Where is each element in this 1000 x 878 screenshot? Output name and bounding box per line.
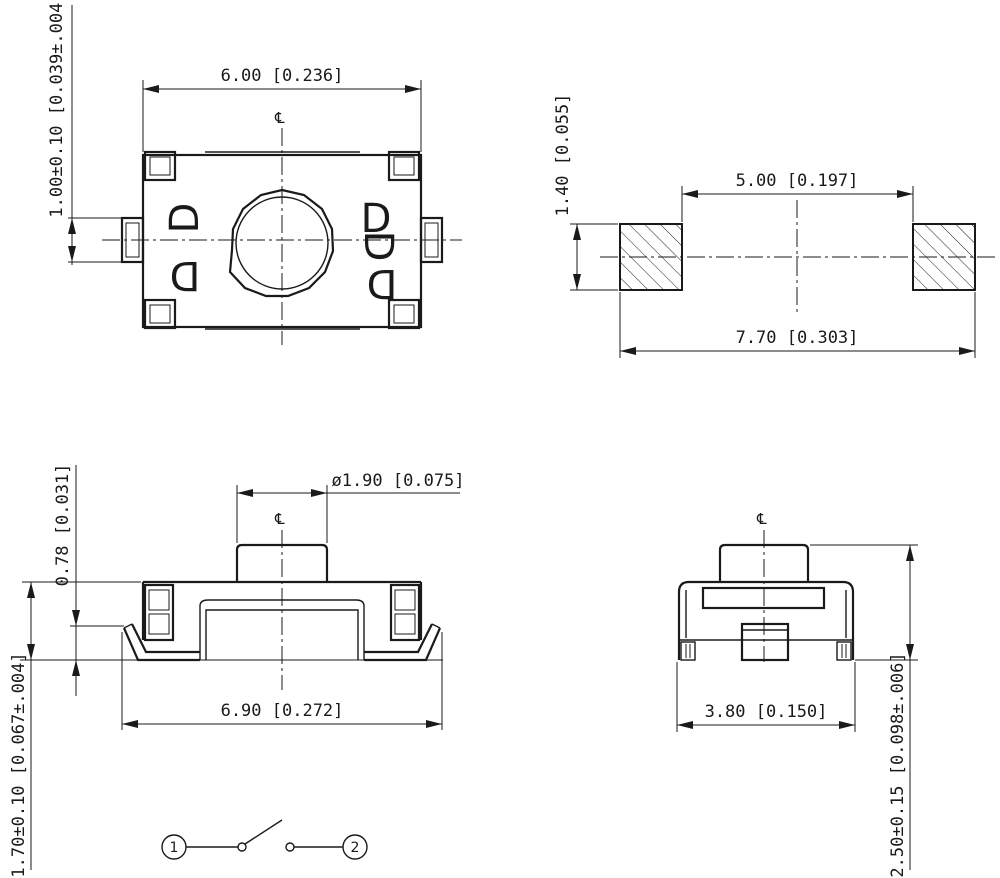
side-view-width-dim: 3.80 [0.150] [705, 702, 828, 722]
front-view-centerline-label: ℄ [274, 510, 285, 528]
top-view-terminal-tl [143, 150, 177, 182]
top-view-marking-left-d2: D [170, 252, 201, 298]
front-view-lead-right [364, 623, 442, 662]
front-view-body-height-dim: 1.70±0.10 [0.067±.004] [9, 652, 29, 877]
footprint-pad-height-dim: 1.40 [0.055] [553, 94, 573, 217]
top-view-marking-left: D [162, 203, 208, 234]
footprint-view: 5.00 [0.197] 7.70 [0.303] 1.40 [0.055] [553, 94, 995, 358]
top-view-terminal-tr [387, 150, 421, 182]
schematic-pin2 [342, 834, 368, 860]
top-view-marking-right: D [361, 196, 392, 242]
switch-schematic: 1 2 [161, 819, 368, 860]
side-view-centerline-label: ℄ [756, 510, 767, 528]
top-view-actuator [228, 188, 335, 298]
side-view-body [677, 580, 855, 660]
top-view-width-dim: 6.00 [0.236] [221, 66, 344, 86]
top-view-lead-width-dim: 1.00±0.10 [0.039±.004] [47, 0, 67, 218]
top-view-centerline-label: ℄ [274, 109, 285, 127]
side-view-height-dim: 2.50±0.15 [0.098±.006] [888, 652, 908, 877]
top-view-terminal-br [387, 298, 421, 330]
front-view-lead-left [122, 623, 200, 662]
top-view-marking-right-p: D [367, 260, 398, 306]
footprint-overall-dim: 7.70 [0.303] [736, 328, 859, 348]
schematic-pin1-label: 1 [170, 840, 179, 856]
top-view-marking-left-p: D [355, 231, 401, 262]
front-view-actuator-dia-dim: ø1.90 [0.075] [331, 471, 464, 491]
top-view-terminal-bl [143, 298, 177, 330]
front-view: ℄ ø1.90 [0.075] 0.78 [0.031] 1.70±0.10 [… [9, 464, 465, 878]
front-view-actuator-height-dim: 0.78 [0.031] [53, 464, 73, 587]
schematic-pin2-label: 2 [351, 840, 360, 856]
top-view: ℄ D D D D D 6.00 [0.236] 1.00±0.10 [0.03… [47, 0, 462, 345]
side-view: ℄ 3.80 [0.150] 2.50±0.15 [0.098±.006] [676, 510, 918, 878]
front-view-overall-width-dim: 6.90 [0.272] [221, 701, 344, 721]
schematic-switch-blade [244, 819, 283, 845]
footprint-gap-dim: 5.00 [0.197] [736, 171, 859, 191]
